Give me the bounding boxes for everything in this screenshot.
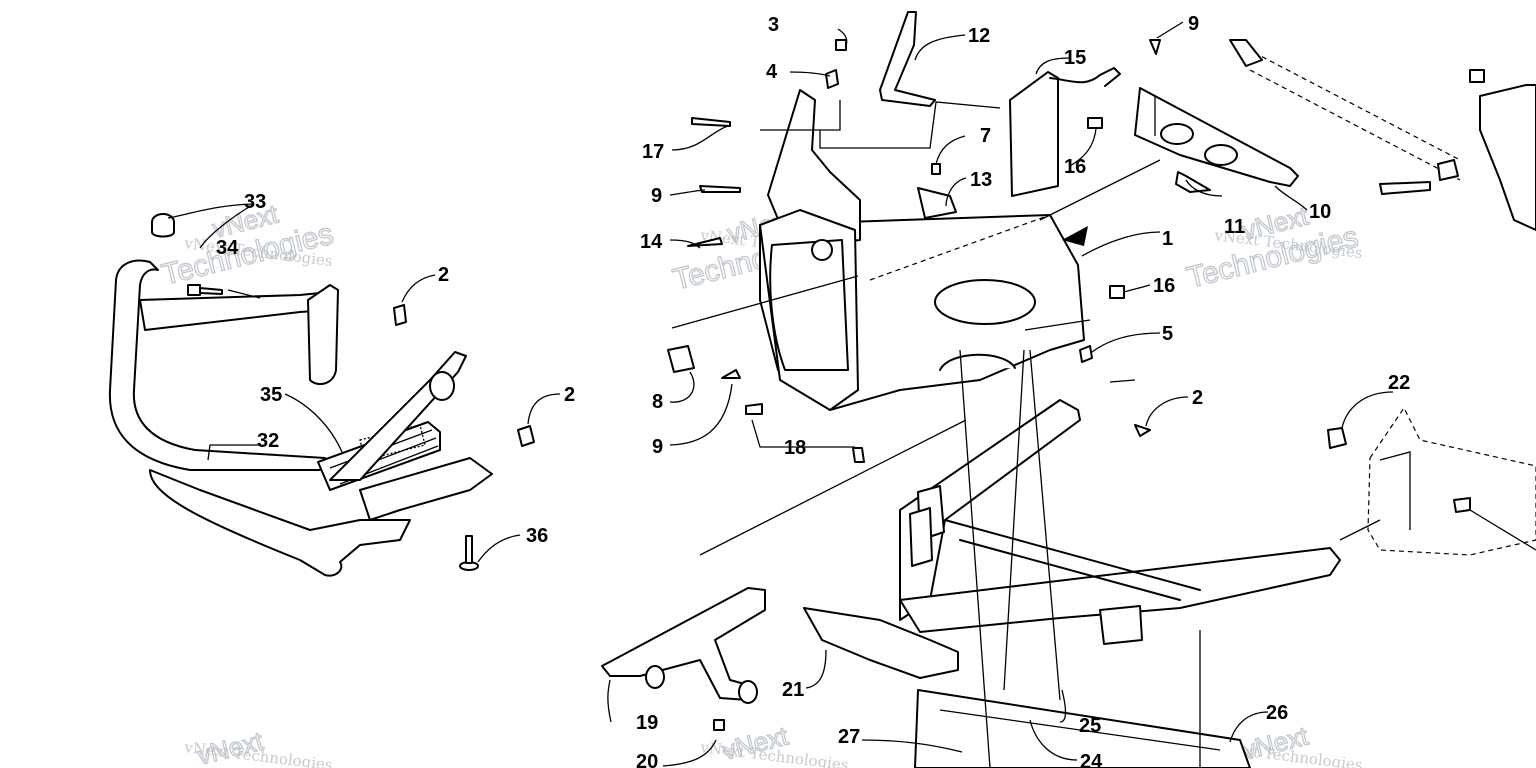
callout-16-right: 16 bbox=[1153, 275, 1175, 297]
right-a-arm-mount bbox=[803, 607, 959, 679]
relay-module bbox=[1009, 67, 1121, 197]
front-direction-arrow bbox=[1062, 226, 1088, 246]
callout-2-frame: 2 bbox=[1192, 387, 1203, 409]
callout-32: 32 bbox=[257, 430, 279, 452]
callout-11: 11 bbox=[1224, 216, 1245, 238]
callout-5: 5 bbox=[1162, 323, 1173, 345]
bumper-bracket bbox=[307, 284, 339, 386]
callout-34: 34 bbox=[216, 237, 239, 259]
callout-19: 19 bbox=[636, 712, 658, 734]
bumper-screw bbox=[459, 535, 479, 571]
support-bracket bbox=[917, 187, 957, 219]
callout-35: 35 bbox=[260, 384, 282, 406]
callout-18: 18 bbox=[784, 437, 806, 459]
callout-2-left: 2 bbox=[438, 264, 449, 286]
mirror-bracket bbox=[879, 11, 936, 107]
leader-lines bbox=[167, 21, 1536, 768]
callout-8: 8 bbox=[652, 391, 663, 413]
callout-17: 17 bbox=[642, 141, 664, 163]
front-frame bbox=[899, 399, 1341, 645]
watermark-right: Technologies vNext vNext Technologies bbox=[1183, 200, 1364, 296]
bumper-bolt bbox=[187, 284, 223, 296]
callout-33: 33 bbox=[244, 191, 266, 213]
steering-post bbox=[759, 89, 861, 411]
front-bumper-tube bbox=[108, 259, 411, 577]
callout-labels: 33 34 2 2 35 32 36 3 4 12 15 16 7 13 17 … bbox=[216, 13, 1410, 768]
callout-1: 1 bbox=[1162, 228, 1173, 250]
callout-22: 22 bbox=[1388, 372, 1410, 394]
callout-36: 36 bbox=[526, 525, 548, 547]
callout-14: 14 bbox=[640, 231, 663, 253]
callout-9-lower: 9 bbox=[652, 436, 663, 458]
callout-7: 7 bbox=[980, 125, 991, 147]
bumper-clip bbox=[393, 304, 407, 326]
callout-16-top: 16 bbox=[1064, 156, 1086, 178]
side-mount-assembly bbox=[1229, 39, 1536, 231]
watermark-left: Technologies vNext vNext Technologies bbox=[158, 198, 337, 293]
callout-13: 13 bbox=[970, 169, 992, 191]
callout-21: 21 bbox=[782, 679, 804, 701]
callout-25: 25 bbox=[1079, 715, 1101, 737]
callout-12: 12 bbox=[968, 25, 990, 47]
right-side-bracket bbox=[1327, 406, 1536, 556]
callout-20: 20 bbox=[636, 751, 658, 768]
callout-9-right: 9 bbox=[1188, 13, 1199, 35]
callout-10: 10 bbox=[1309, 201, 1331, 223]
callout-3: 3 bbox=[768, 14, 779, 36]
callout-24: 24 bbox=[1080, 751, 1103, 768]
tow-hitch-bracket bbox=[329, 351, 493, 521]
callout-4: 4 bbox=[766, 61, 778, 83]
callout-26: 26 bbox=[1266, 702, 1288, 724]
callout-27: 27 bbox=[838, 726, 860, 748]
callout-2-nut: 2 bbox=[564, 384, 575, 406]
left-a-arm-mount bbox=[601, 587, 766, 731]
watermark-bottom-left: vNext vNext Technologies bbox=[183, 725, 334, 768]
callout-15: 15 bbox=[1064, 47, 1086, 69]
plate-clip bbox=[1175, 171, 1211, 193]
callout-9-upper: 9 bbox=[651, 185, 662, 207]
cover-plate bbox=[1134, 87, 1299, 187]
bulkhead-fasteners bbox=[667, 39, 1161, 463]
bumper-nut bbox=[517, 425, 535, 447]
